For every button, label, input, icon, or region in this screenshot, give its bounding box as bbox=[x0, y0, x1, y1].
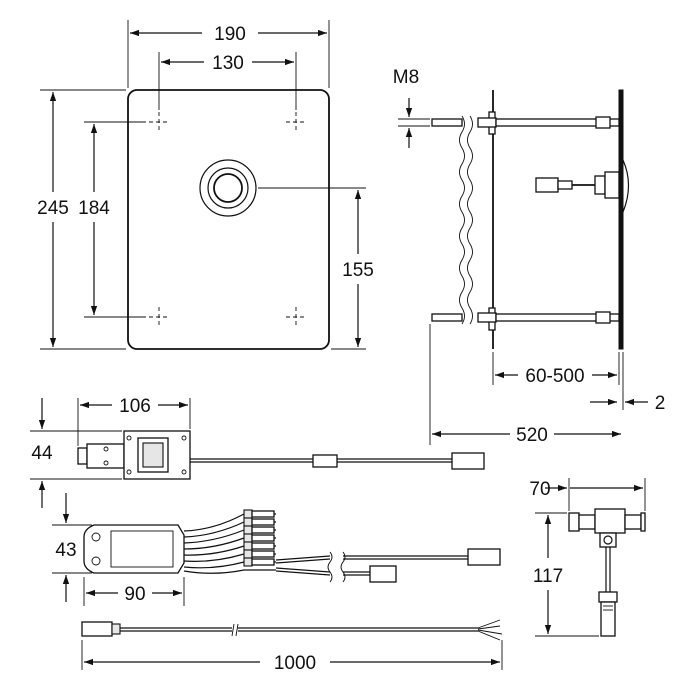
label-44: 44 bbox=[31, 443, 53, 464]
dim-43: 43 bbox=[55, 493, 77, 602]
label-155: 155 bbox=[342, 260, 374, 281]
dim-184: 184 bbox=[78, 124, 110, 315]
dim-60-500: 60-500 bbox=[495, 366, 617, 387]
threaded-rods bbox=[431, 116, 620, 324]
extension-cable: 1000 bbox=[81, 619, 503, 674]
dim-90: 90 bbox=[86, 584, 182, 605]
dim-70: 70 bbox=[529, 479, 643, 500]
extension-lines-front bbox=[40, 20, 366, 350]
dim-117: 117 bbox=[533, 515, 563, 634]
label-520: 520 bbox=[516, 425, 548, 446]
dim-44: 44 bbox=[31, 398, 53, 508]
dim-245: 245 bbox=[37, 92, 69, 347]
front-plate-side bbox=[618, 89, 624, 350]
label-245: 245 bbox=[37, 198, 69, 219]
extension-lines-side bbox=[398, 118, 624, 445]
break-lines bbox=[459, 115, 473, 325]
dim-155: 155 bbox=[342, 190, 374, 347]
label-70: 70 bbox=[529, 479, 550, 500]
tee-connector: 70 117 bbox=[529, 478, 646, 637]
dim-190: 190 bbox=[130, 24, 327, 45]
label-43: 43 bbox=[55, 540, 76, 561]
dim-520: 520 bbox=[432, 425, 621, 446]
label-1000: 1000 bbox=[274, 653, 316, 674]
label-190: 190 bbox=[214, 24, 246, 45]
label-60-500: 60-500 bbox=[525, 366, 584, 387]
mounting-holes bbox=[149, 112, 306, 327]
dim-m8: M8 bbox=[393, 67, 419, 148]
dim-1000: 1000 bbox=[84, 653, 500, 674]
label-2: 2 bbox=[655, 393, 666, 414]
label-130: 130 bbox=[212, 53, 244, 74]
dim-106: 106 bbox=[80, 396, 188, 417]
mounting-plate bbox=[127, 89, 330, 350]
sensor-connector bbox=[535, 171, 620, 199]
dim-130: 130 bbox=[161, 53, 294, 74]
hub-plugs bbox=[243, 509, 275, 567]
front-plate-view: 190 130 245 184 155 bbox=[37, 20, 374, 350]
side-view: M8 60-500 2 520 bbox=[393, 67, 665, 446]
label-106: 106 bbox=[119, 396, 151, 417]
control-module: 106 44 bbox=[30, 396, 485, 508]
label-90: 90 bbox=[124, 584, 145, 605]
label-m8: M8 bbox=[393, 67, 419, 88]
sensor-opening bbox=[199, 159, 257, 217]
label-184: 184 bbox=[78, 198, 110, 219]
distribution-hub: 43 90 bbox=[52, 493, 501, 606]
dim-2: 2 bbox=[590, 393, 665, 414]
label-117: 117 bbox=[533, 566, 563, 587]
